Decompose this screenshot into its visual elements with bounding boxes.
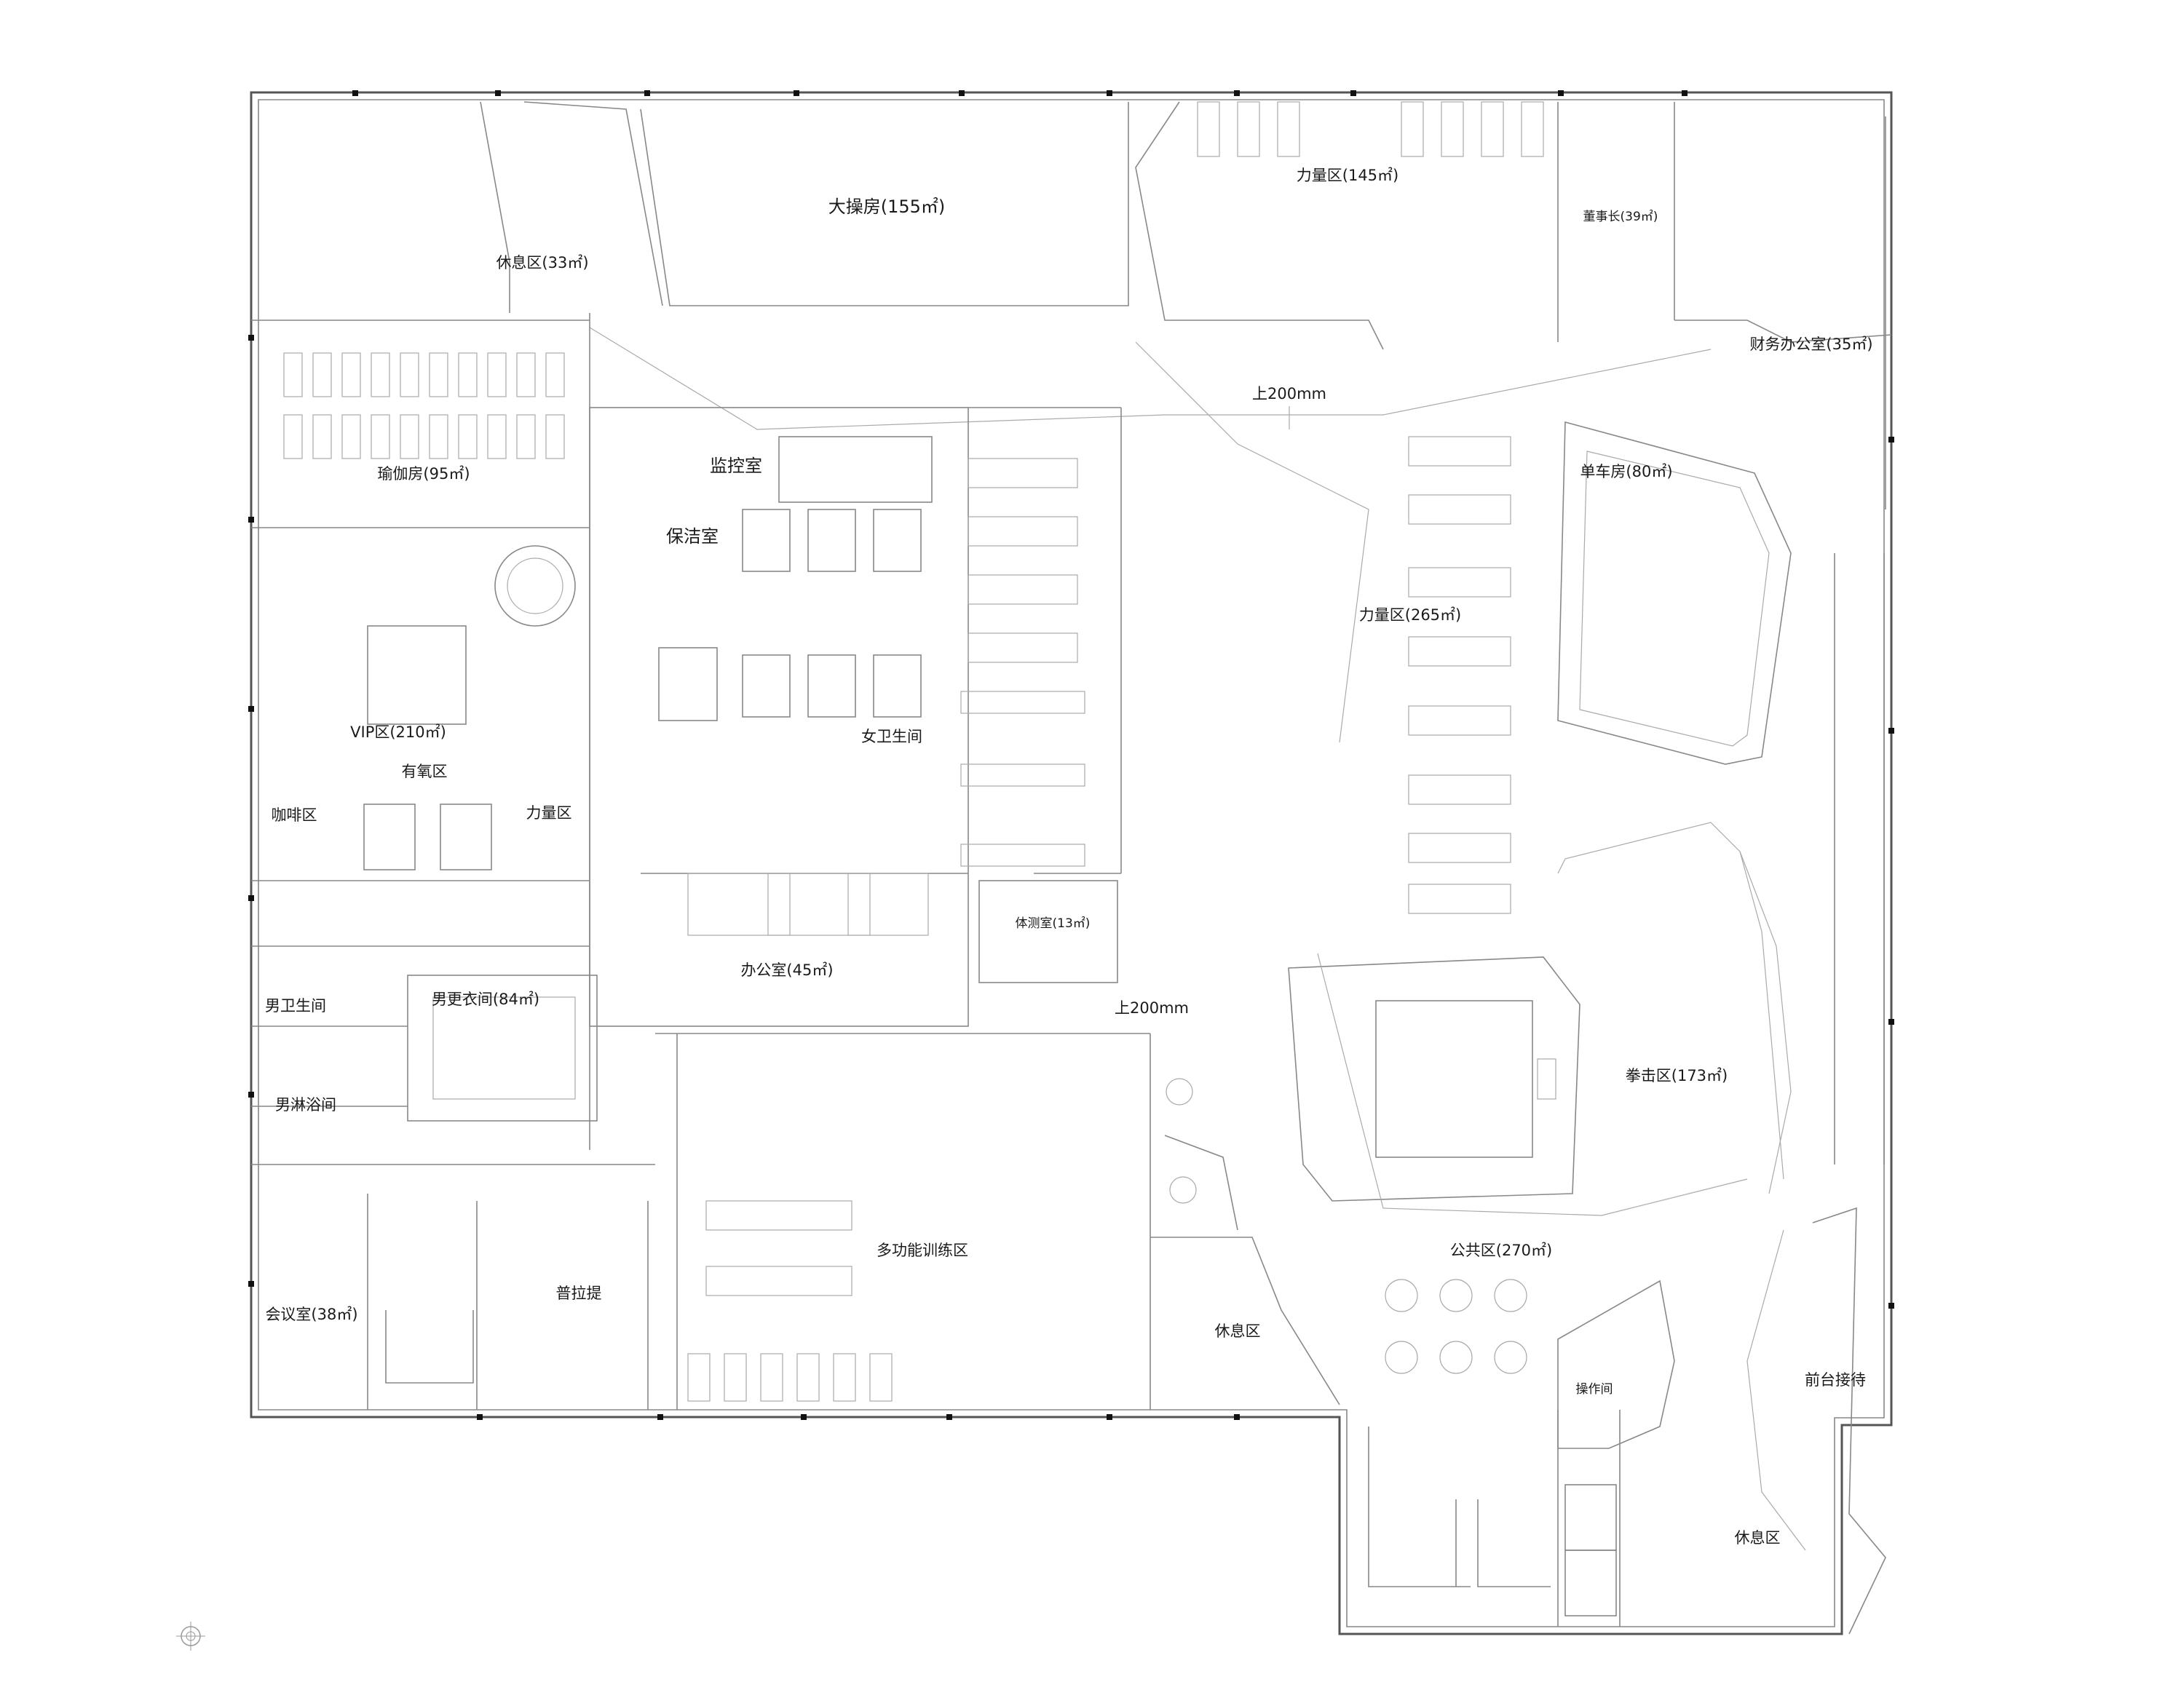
interior-walls (251, 101, 1892, 1635)
room-label-spin: 单车房(80㎡) (1580, 463, 1672, 480)
room-label-boxing: 拳击区(173㎡) (1626, 1067, 1728, 1084)
room-label-pilates: 普拉提 (556, 1285, 602, 1302)
room-label-operation: 操作间 (1576, 1382, 1613, 1397)
room-label-meeting: 会议室(38㎡) (265, 1306, 357, 1323)
level-label-mid: 上200mm (1115, 999, 1189, 1017)
room-label-finance: 财务办公室(35㎡) (1749, 336, 1872, 353)
room-label-chairman: 董事长(39㎡) (1583, 210, 1658, 224)
room-label-monitor: 监控室 (710, 456, 762, 476)
room-label-fitness-test: 体测室(13㎡) (1016, 916, 1091, 931)
room-label-mens-wc: 男卫生间 (265, 997, 326, 1015)
room-label-cleaning: 保洁室 (666, 526, 719, 547)
room-label-yoga: 瑜伽房(95㎡) (377, 465, 470, 483)
level-annotations: 上200mm 上200mm (1115, 385, 1326, 1017)
room-label-rest-top: 休息区(33㎡) (496, 254, 588, 271)
room-label-strength-145: 力量区(145㎡) (1297, 167, 1398, 184)
room-label-womens-wc: 女卫生间 (861, 728, 922, 745)
room-label-mens-shower: 男淋浴间 (275, 1096, 336, 1114)
room-label-strength-vip: 力量区 (526, 804, 572, 822)
building-outline (250, 91, 1893, 1635)
structural-columns (248, 90, 1894, 1420)
room-labels: 大操房(155㎡) 休息区(33㎡) 瑜伽房(95㎡) 监控室 保洁室 力量区(… (265, 167, 1873, 1547)
level-label-top: 上200mm (1252, 385, 1326, 402)
room-label-cafe: 咖啡区 (272, 806, 317, 824)
room-label-public: 公共区(270㎡) (1450, 1242, 1552, 1259)
room-label-vip: VIP区(210㎡) (350, 723, 446, 741)
room-label-multi: 多功能训练区 (877, 1242, 968, 1259)
north-arrow-icon (176, 1622, 205, 1651)
room-label-rest-mid: 休息区 (1215, 1322, 1261, 1340)
room-label-strength-265: 力量区(265㎡) (1359, 606, 1461, 624)
room-label-mens-locker: 男更衣间(84㎡) (432, 991, 539, 1008)
room-label-reception: 前台接待 (1805, 1371, 1866, 1389)
room-label-main-aerobics: 大操房(155㎡) (828, 197, 946, 217)
room-label-rest-bottom: 休息区 (1735, 1529, 1781, 1547)
room-label-aerobic: 有氧区 (402, 763, 448, 780)
room-label-office: 办公室(45㎡) (740, 961, 833, 979)
equipment (283, 101, 1544, 1296)
